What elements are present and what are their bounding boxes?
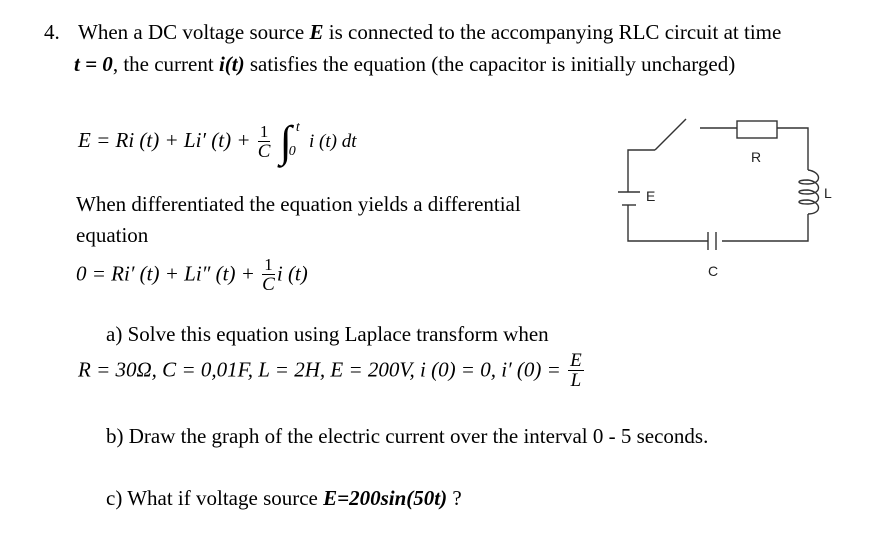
differentiated-text-line2: equation	[76, 223, 149, 247]
differentiated-text-line1: When differentiated the equation yields …	[76, 192, 521, 216]
part-c: c) What if voltage source E=200sin(50t) …	[106, 486, 462, 510]
t-equals-zero: t = 0	[74, 52, 113, 76]
inductor	[798, 169, 820, 215]
wire-right	[722, 214, 809, 242]
problem-intro-line2: t = 0, the current i(t) satisfies the eq…	[74, 52, 736, 76]
wire-left-top	[627, 149, 655, 190]
resistor-label: R	[751, 149, 761, 165]
switch	[654, 118, 687, 151]
part-a: a) Solve this equation using Laplace tra…	[106, 322, 549, 346]
sin-source-expression: E=200sin(50t)	[323, 486, 448, 510]
differential-equation: 0 = Ri′ (t) + Li″ (t) + 1 C i (t)	[76, 255, 308, 295]
current-symbol: i(t)	[218, 52, 245, 76]
integral-equation: E = Ri (t) + Li′ (t) + 1 C ∫ t 0 i (t) d…	[78, 117, 357, 166]
wire-bottom	[627, 210, 708, 242]
e-over-l-fraction: E L	[568, 350, 584, 391]
problem-intro-line1: When a DC voltage source E is connected …	[78, 20, 782, 44]
integral-sign: ∫ t 0	[279, 117, 300, 166]
one-over-c-fraction: 1 C	[257, 121, 271, 162]
resistor	[736, 120, 778, 139]
wire-top-right	[777, 127, 809, 170]
one-over-c-fraction-2: 1 C	[262, 255, 275, 295]
source-label: E	[646, 188, 655, 204]
inductor-label: L	[824, 185, 832, 201]
problem-number: 4.	[44, 20, 60, 44]
part-a-values: R = 30Ω, C = 0,01F, L = 2H, E = 200V, i …	[78, 350, 584, 391]
capacitor-label: C	[708, 263, 718, 279]
source-symbol: E	[309, 20, 324, 44]
part-b: b) Draw the graph of the electric curren…	[106, 424, 709, 448]
